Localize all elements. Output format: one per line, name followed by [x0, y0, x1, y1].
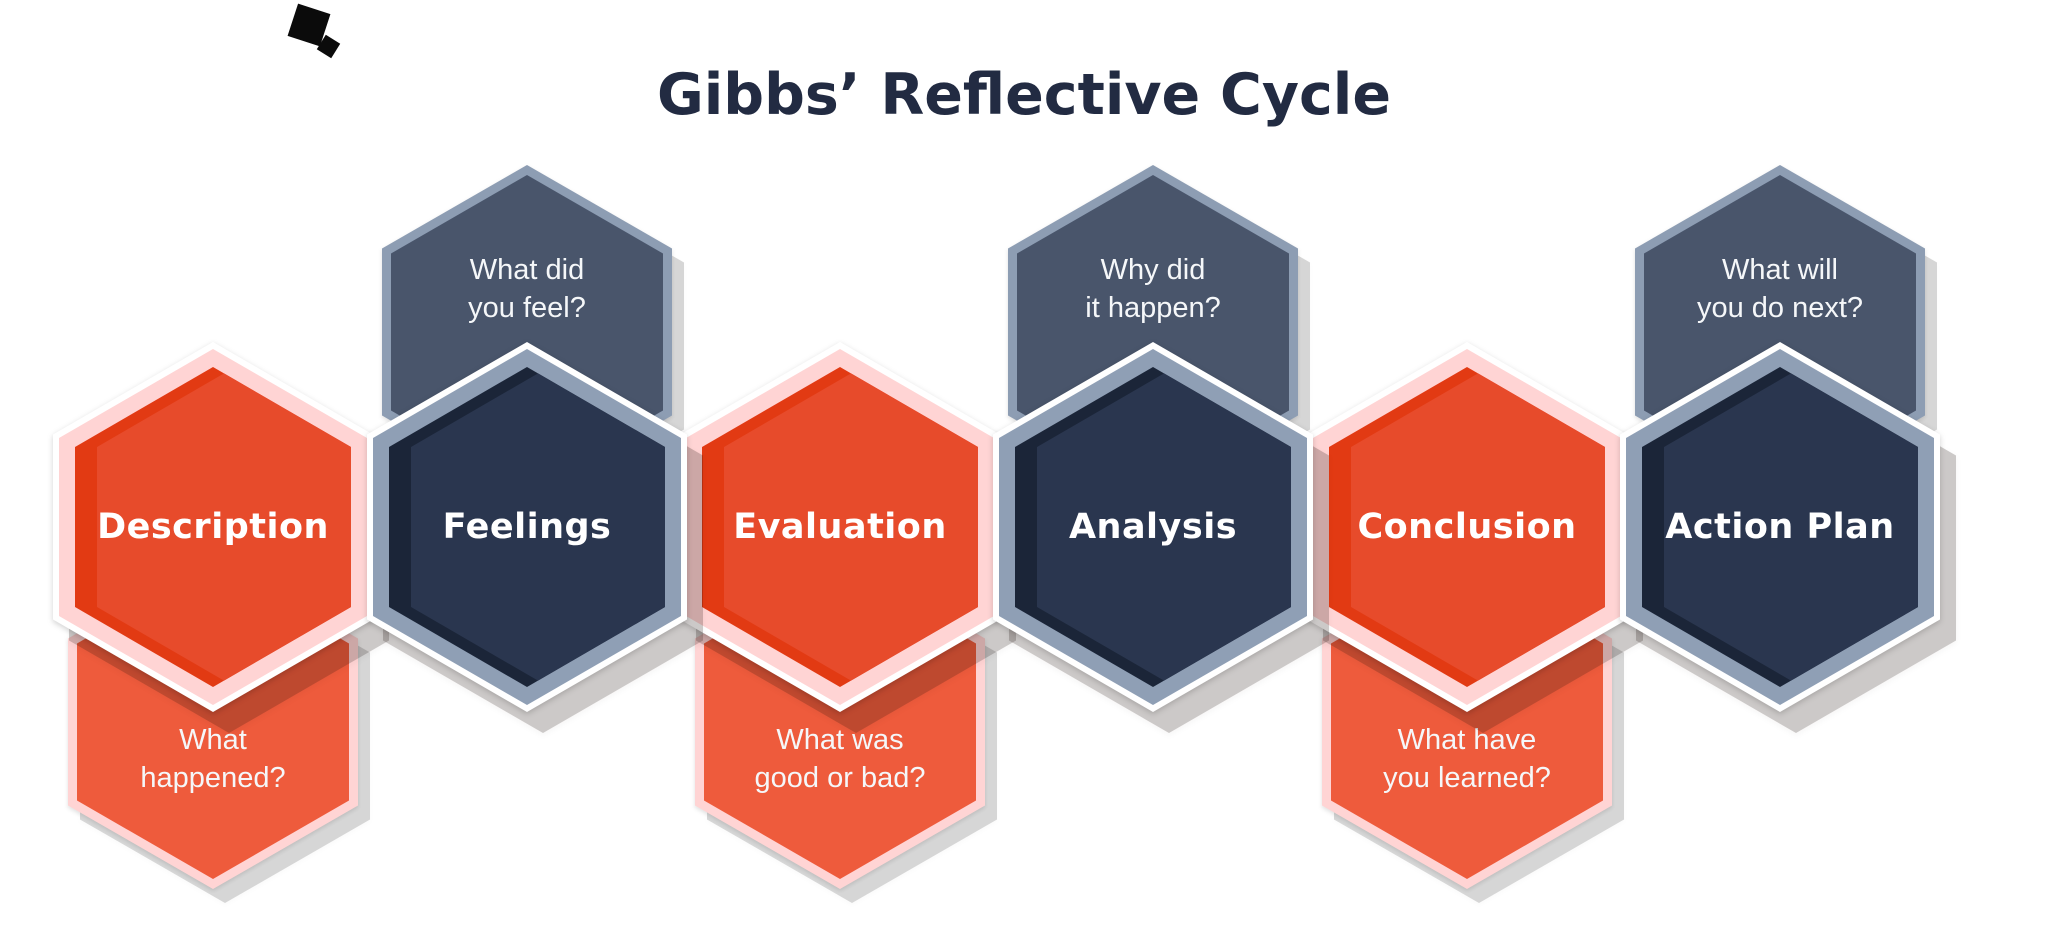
question-line: it happen?: [1085, 292, 1221, 324]
question-text: What will you do next?: [1635, 251, 1925, 327]
evaluation-hexagon: Evaluation: [680, 342, 1000, 712]
question-line: What have: [1397, 724, 1537, 756]
question-line: happened?: [140, 762, 286, 794]
stage-label: Evaluation: [733, 507, 947, 547]
question-line: good or bad?: [754, 762, 926, 794]
question-line: What was: [776, 724, 904, 756]
stage-label: Conclusion: [1357, 507, 1577, 547]
action-plan-hexagon: Action Plan: [1620, 342, 1940, 712]
stage-conclusion: What have you learned? Conclusion: [1307, 0, 1627, 952]
question-text: What happened?: [68, 721, 358, 797]
description-hexagon: Description: [53, 342, 373, 712]
question-text: Why did it happen?: [1008, 251, 1298, 327]
question-line: What: [179, 724, 247, 756]
stage-label: Analysis: [1068, 507, 1238, 547]
stage-analysis: Why did it happen? Analysis: [993, 0, 1313, 952]
diagram-title: Gibbs’ Reflective Cycle: [656, 62, 1391, 128]
question-line: you learned?: [1383, 762, 1551, 794]
question-text: What have you learned?: [1322, 721, 1612, 797]
stage-evaluation: What was good or bad? Evaluation: [680, 0, 1000, 952]
feelings-hexagon: Feelings: [367, 342, 687, 712]
stage-label: Action Plan: [1665, 507, 1895, 547]
question-line: What did: [469, 254, 585, 286]
stage-label: Description: [97, 507, 329, 547]
question-line: you do next?: [1696, 292, 1864, 324]
stage-action-plan: What will you do next? Action Plan: [1620, 0, 1940, 952]
question-line: you feel?: [468, 292, 586, 324]
stage-label: Feelings: [442, 507, 612, 547]
question-line: What will: [1721, 254, 1838, 286]
question-line: Why did: [1100, 254, 1206, 286]
question-text: What did you feel?: [382, 251, 672, 327]
stage-feelings: What did you feel? Feelings: [367, 0, 687, 952]
question-text: What was good or bad?: [695, 721, 985, 797]
analysis-hexagon: Analysis: [993, 342, 1313, 712]
stage-description: What happened? Description: [53, 0, 373, 952]
conclusion-hexagon: Conclusion: [1307, 342, 1627, 712]
